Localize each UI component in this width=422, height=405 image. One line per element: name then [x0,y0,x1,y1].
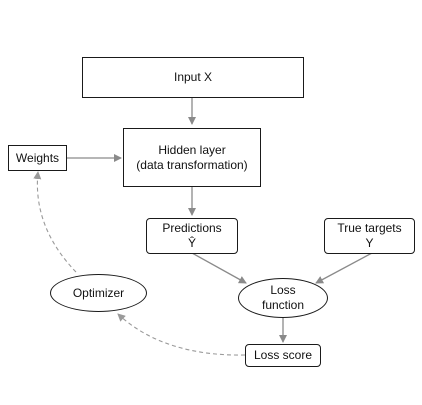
loss-function-node: Loss function [238,278,328,318]
input-x-node: Input X [82,57,304,98]
loss-function-label: Loss [270,283,296,297]
loss-score-label: Loss score [253,348,313,362]
loss-function-sublabel: function [261,298,305,312]
true-targets-label: True targets [337,221,402,235]
weights-label: Weights [15,150,60,165]
hidden-layer-label: Hidden layer [158,142,226,157]
dashed-arrow-loss-score-to-optimizer [117,313,246,356]
loss-score-node: Loss score [245,344,321,367]
hidden-layer-node: Hidden layer (data transformation) [123,128,261,187]
true-targets-symbol: Y [365,236,374,250]
input-x-label: Input X [173,70,213,84]
true-targets-node: True targets Y [324,218,415,254]
arrow-targets-to-loss-function [315,252,373,284]
arrow-predictions-to-loss-function [191,252,247,284]
optimizer-node: Optimizer [50,274,147,312]
hidden-layer-sublabel: (data transformation) [136,157,248,172]
predictions-node: Predictions Ŷ [146,218,238,254]
predictions-symbol: Ŷ [187,236,196,250]
optimizer-label: Optimizer [72,285,125,300]
dashed-arrow-optimizer-to-weights [33,171,77,273]
predictions-label: Predictions [162,221,222,235]
weights-node: Weights [8,145,67,171]
